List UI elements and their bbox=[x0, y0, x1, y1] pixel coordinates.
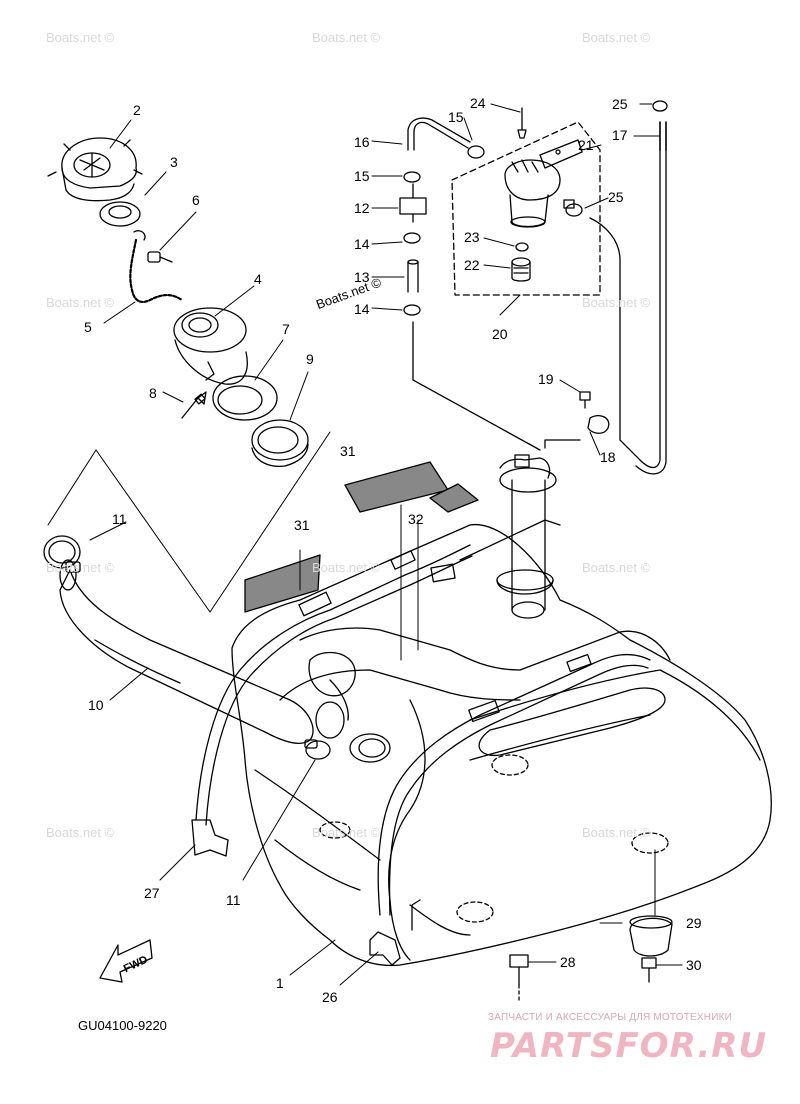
callout-19: 19 bbox=[538, 371, 554, 387]
label-31-lower[interactable] bbox=[244, 554, 321, 613]
fwd-label: FWD bbox=[122, 954, 150, 975]
inline-filter-12[interactable] bbox=[399, 183, 427, 223]
callout-25-lower: 25 bbox=[608, 189, 624, 205]
cap-gasket[interactable] bbox=[99, 201, 141, 227]
filler-cap[interactable] bbox=[47, 137, 143, 202]
damper-29[interactable] bbox=[629, 915, 673, 957]
bleed-screw[interactable] bbox=[517, 107, 527, 139]
callout-31-lower: 31 bbox=[294, 517, 310, 533]
watermark: Boats.net © bbox=[312, 30, 381, 45]
callout-31-upper: 31 bbox=[340, 443, 356, 459]
callout-17: 17 bbox=[612, 127, 628, 143]
callout-15-top: 15 bbox=[448, 109, 464, 125]
watermark: Boats.net © bbox=[582, 30, 651, 45]
callout-10: 10 bbox=[88, 697, 104, 713]
brand-logo: PARTSFOR.RU bbox=[490, 1026, 768, 1066]
callout-13: 13 bbox=[354, 269, 370, 285]
callout-3: 3 bbox=[170, 154, 178, 170]
hose-clamp-15a[interactable] bbox=[403, 171, 421, 183]
callout-21: 21 bbox=[578, 137, 594, 153]
filter-box-dashed bbox=[451, 121, 601, 296]
fuel-line-routing bbox=[412, 321, 581, 451]
watermark: Boats.net © bbox=[312, 560, 381, 575]
sender-wire[interactable] bbox=[430, 519, 561, 583]
hose-clip-18[interactable] bbox=[587, 414, 610, 434]
filler-flange-ring[interactable] bbox=[251, 419, 309, 468]
part-code: GU04100-9220 bbox=[78, 1018, 167, 1033]
label-32[interactable] bbox=[429, 483, 479, 513]
hose-clamp-14a[interactable] bbox=[403, 232, 421, 244]
bolt-28[interactable] bbox=[509, 954, 529, 1001]
callout-28: 28 bbox=[560, 954, 576, 970]
callout-15-left: 15 bbox=[354, 168, 370, 184]
callout-11-upper: 11 bbox=[112, 511, 127, 527]
callout-20: 20 bbox=[492, 326, 508, 342]
label-31-upper[interactable] bbox=[344, 461, 449, 513]
watermark: Boats.net © bbox=[582, 295, 651, 310]
callout-22: 22 bbox=[464, 257, 480, 273]
tank-strap-front[interactable] bbox=[369, 653, 651, 966]
hose-17[interactable] bbox=[589, 121, 667, 475]
brand-tagline: ЗАПЧАСТИ И АКСЕССУАРЫ ДЛЯ МОТОТЕХНИКИ bbox=[488, 1012, 733, 1023]
callout-4: 4 bbox=[254, 271, 262, 287]
watermark: Boats.net © bbox=[46, 825, 115, 840]
leader-lines bbox=[47, 103, 683, 986]
fuel-filter-head[interactable] bbox=[504, 159, 561, 201]
callout-23: 23 bbox=[464, 229, 480, 245]
callout-26: 26 bbox=[322, 989, 338, 1005]
callout-8: 8 bbox=[149, 385, 157, 401]
fwd-arrow-icon bbox=[99, 939, 153, 983]
filler-neck[interactable] bbox=[173, 307, 248, 385]
filter-element[interactable] bbox=[511, 257, 531, 282]
watermark: Boats.net © bbox=[46, 30, 115, 45]
callout-11-lower: 11 bbox=[226, 892, 241, 908]
hose-clamp-15b[interactable] bbox=[467, 145, 485, 159]
callout-14-lower: 14 bbox=[354, 301, 370, 317]
callout-29: 29 bbox=[686, 915, 702, 931]
callout-6: 6 bbox=[192, 192, 200, 208]
watermark: Boats.net © bbox=[46, 295, 115, 310]
callout-32: 32 bbox=[408, 511, 424, 527]
callout-1: 1 bbox=[276, 975, 284, 991]
callout-5: 5 bbox=[84, 319, 92, 335]
hose-clamp-lower[interactable] bbox=[304, 739, 331, 760]
watermark: Boats.net © bbox=[582, 825, 651, 840]
fuel-tank[interactable] bbox=[231, 524, 772, 967]
watermark: Boats.net © bbox=[582, 560, 651, 575]
hose-clamp-upper[interactable] bbox=[43, 535, 81, 573]
fuel-sender-unit[interactable] bbox=[496, 454, 557, 619]
hose-13[interactable] bbox=[407, 259, 419, 293]
fuel-filter-bowl[interactable] bbox=[509, 194, 549, 228]
bolt-30[interactable] bbox=[641, 957, 657, 983]
o-ring[interactable] bbox=[515, 242, 529, 252]
tank-strap-rear[interactable] bbox=[191, 544, 473, 857]
callout-24: 24 bbox=[470, 95, 486, 111]
watermark: Boats.net © bbox=[46, 560, 115, 575]
screw-19[interactable] bbox=[579, 391, 591, 409]
callout-27: 27 bbox=[144, 885, 160, 901]
callout-16: 16 bbox=[354, 134, 370, 150]
watermark: Boats.net © bbox=[312, 825, 381, 840]
callout-14-upper: 14 bbox=[354, 236, 370, 252]
filter-bracket[interactable] bbox=[539, 139, 583, 169]
hose-clamp-14b[interactable] bbox=[403, 304, 421, 316]
callout-12: 12 bbox=[354, 200, 370, 216]
callout-7: 7 bbox=[282, 321, 290, 337]
hose-clamp-25-lower[interactable] bbox=[563, 199, 583, 217]
hose-clamp-25-upper[interactable] bbox=[652, 100, 668, 112]
screw-small[interactable] bbox=[147, 251, 173, 263]
callout-25-upper: 25 bbox=[612, 96, 628, 112]
retainer-chain[interactable] bbox=[129, 230, 184, 304]
callout-2: 2 bbox=[133, 102, 141, 118]
vent-nipple[interactable] bbox=[181, 391, 207, 419]
callout-18: 18 bbox=[600, 449, 616, 465]
callout-9: 9 bbox=[306, 351, 314, 367]
callout-30: 30 bbox=[686, 957, 702, 973]
hose-16[interactable] bbox=[407, 117, 471, 151]
filler-gasket[interactable] bbox=[212, 375, 278, 421]
